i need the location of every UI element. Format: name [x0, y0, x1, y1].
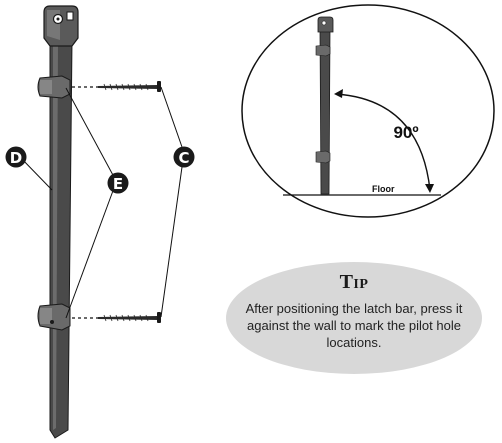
tip-body: After positioning the latch bar, press i…	[245, 301, 463, 350]
angle-arrow-top	[334, 89, 343, 98]
inset-detail: 90º Floor	[241, 4, 495, 218]
angle-arc	[335, 93, 431, 191]
lower-bracket	[37, 303, 71, 331]
callout-c-label: C	[178, 149, 189, 167]
upper-bracket	[37, 75, 71, 99]
angle-arrow-bottom	[425, 184, 434, 193]
callout-e: E	[107, 172, 129, 194]
lower-screw	[72, 312, 161, 323]
callout-e-label: E	[113, 175, 123, 193]
leader-lines	[19, 86, 183, 319]
latch-bar	[43, 5, 79, 439]
tip-title: Tip	[339, 271, 369, 293]
tip-box: Tip After positioning the latch bar, pre…	[226, 262, 482, 374]
callout-d: D	[5, 146, 27, 168]
floor-label: Floor	[372, 184, 395, 194]
upper-screw	[72, 81, 161, 92]
callout-c: C	[173, 146, 195, 168]
callout-d-label: D	[10, 149, 22, 167]
angle-label: 90º	[393, 123, 418, 142]
